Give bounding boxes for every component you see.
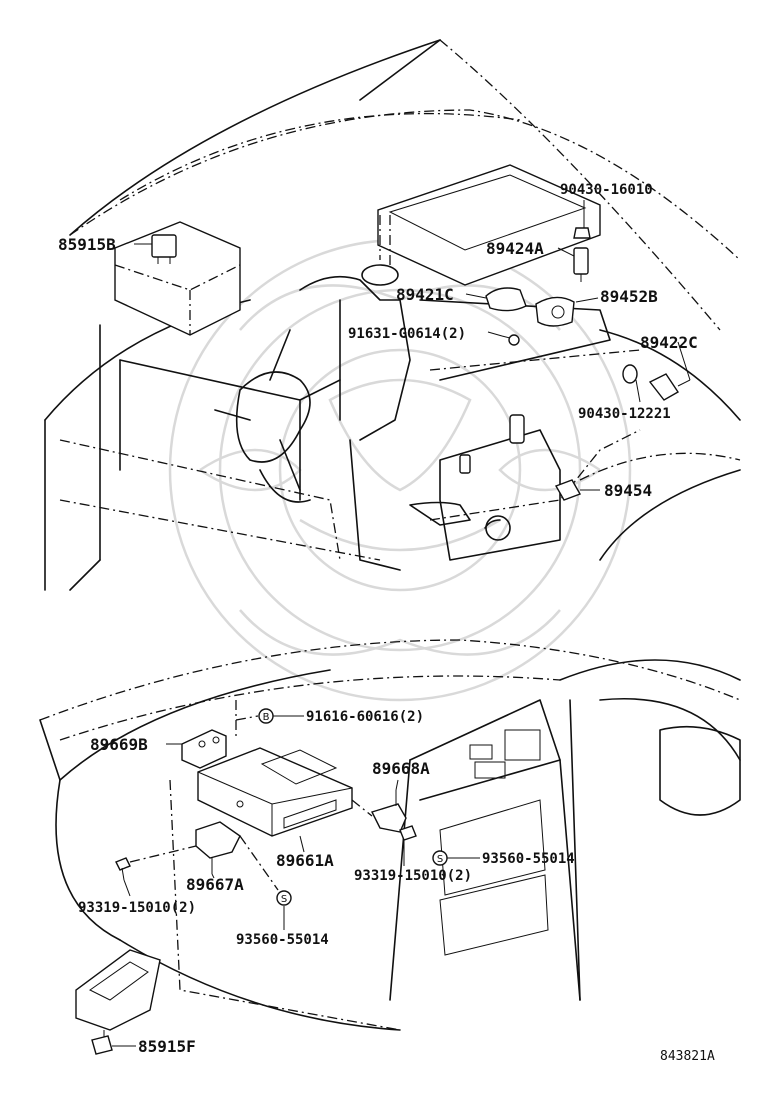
svg-text:B: B — [263, 712, 270, 723]
sensor-89421c — [485, 287, 527, 312]
sensor-89422c — [648, 373, 691, 401]
sensor-89454 — [554, 479, 582, 501]
label-89454: 89454 — [604, 481, 652, 500]
ecu-89661a — [197, 747, 353, 837]
label-93319-15010-right: 93319-15010(2) — [354, 868, 472, 884]
bolt-91631 — [501, 334, 520, 346]
bracket-89669b — [181, 700, 237, 769]
label-91616-60616: 91616-60616(2) — [306, 709, 424, 725]
leader-lines — [112, 200, 691, 1047]
label-93560-55014-left: 93560-55014 — [236, 932, 329, 948]
label-93560-55014-right: 93560-55014 — [482, 851, 575, 867]
relay-85915f-assembly — [75, 949, 161, 1055]
air-cleaner — [377, 164, 601, 286]
engine-block — [214, 264, 641, 571]
label-89667a: 89667A — [186, 875, 244, 894]
dashboard-drawing — [39, 639, 741, 1055]
label-90430-12221: 90430-12221 — [578, 406, 671, 422]
svg-text:S: S — [437, 854, 443, 865]
engine-bay-drawing — [44, 39, 741, 591]
label-85915f: 85915F — [138, 1037, 196, 1056]
label-91631-g0614: 91631-G0614(2) — [348, 326, 466, 342]
part-labels: 90430-16010 85915B 89424A 89421C 89452B … — [58, 182, 715, 1064]
label-89424a: 89424A — [486, 239, 544, 258]
bracket-89667a — [195, 821, 241, 874]
label-89661a: 89661A — [276, 851, 334, 870]
label-90430-16010: 90430-16010 — [560, 182, 653, 198]
gasket-90430-12221 — [622, 364, 638, 384]
screw-93560-right-symbol: S — [432, 850, 448, 866]
label-89669b: 89669B — [90, 735, 148, 754]
sensor-89452b — [535, 296, 575, 327]
screw-93319-right — [399, 825, 417, 841]
label-93319-15010-left: 93319-15010(2) — [78, 900, 196, 916]
plug-90430-16010 — [573, 227, 591, 239]
label-89668a: 89668A — [372, 759, 430, 778]
bracket-89668a — [371, 790, 407, 833]
screw-93319-left — [115, 857, 131, 881]
label-89452b: 89452B — [600, 287, 658, 306]
label-89422c: 89422C — [640, 333, 698, 352]
battery-box — [114, 221, 241, 336]
bolt-91616-symbol: B — [258, 708, 274, 724]
screw-93560-left-symbol: S — [276, 890, 292, 906]
label-85915b: 85915B — [58, 235, 116, 254]
relay-85915b — [151, 234, 177, 264]
figure-code: 843821A — [660, 1049, 715, 1064]
svg-text:S: S — [281, 894, 287, 905]
label-89421c: 89421C — [396, 285, 454, 304]
sensor-89424a — [573, 247, 589, 282]
